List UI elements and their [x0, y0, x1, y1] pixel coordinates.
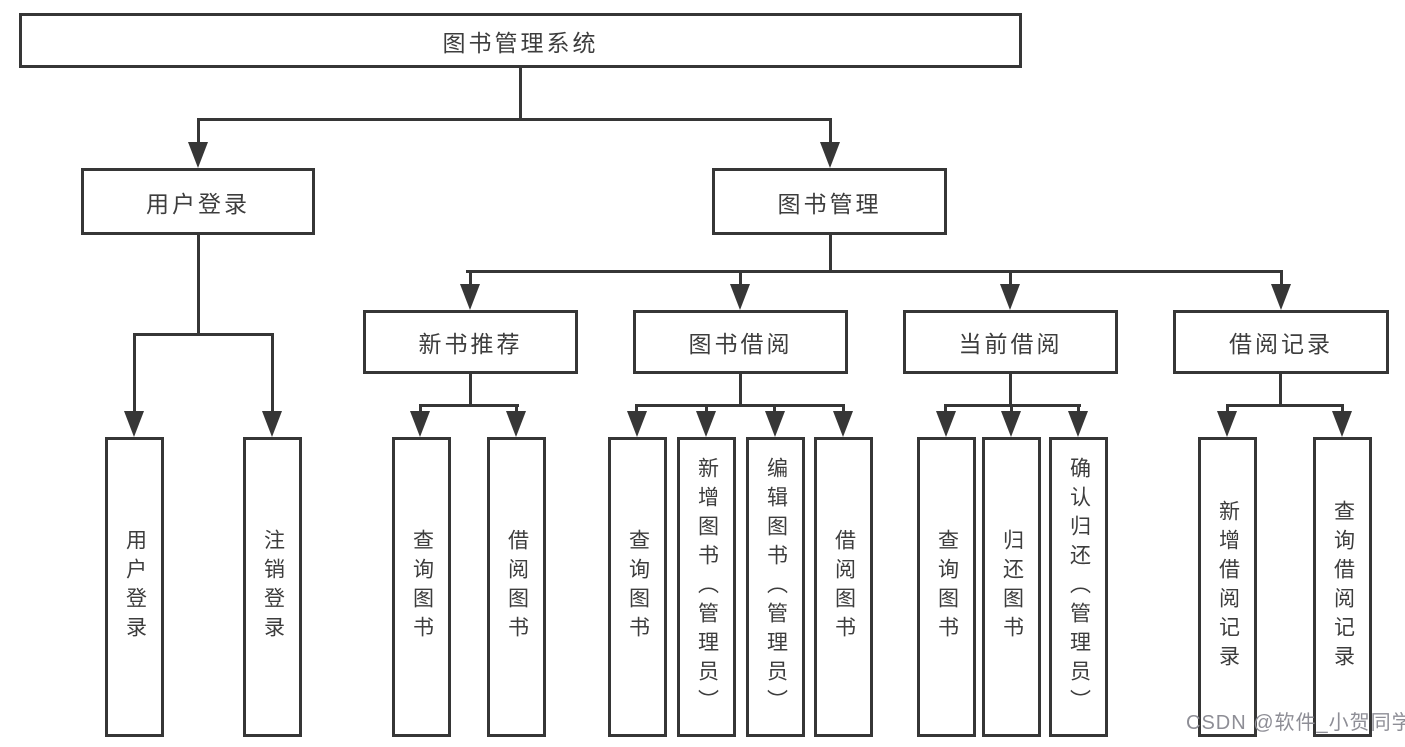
connector-drop-user-login	[197, 118, 200, 144]
leaf-logout: 注销登录	[243, 437, 302, 737]
connector-drop-leaf	[842, 404, 845, 413]
arrowhead-down-icon	[696, 411, 716, 437]
connector-book-borrow-rail	[635, 404, 845, 407]
leaf-borrow-query-books: 查询图书	[608, 437, 667, 737]
node-borrow-record: 借阅记录	[1173, 310, 1389, 374]
leaf-current-confirm-return-admin: 确认归还（管理员）	[1049, 437, 1108, 737]
leaf-record-add-record: 新增借阅记录	[1198, 437, 1257, 737]
leaf-label: 新增借阅记录	[1216, 500, 1240, 674]
leaf-label: 借阅图书	[832, 529, 856, 645]
leaf-label: 归还图书	[1000, 529, 1024, 645]
connector-drop-leaf	[515, 404, 518, 413]
connector-drop-level3	[739, 270, 742, 286]
arrowhead-down-icon	[506, 411, 526, 437]
arrowhead-down-icon	[410, 411, 430, 437]
node-label: 当前借阅	[958, 331, 1063, 357]
leaf-label: 查询借阅记录	[1331, 500, 1355, 674]
node-label: 新书推荐	[418, 331, 523, 357]
connector-borrow-record-stem	[1279, 374, 1282, 407]
node-book-borrow: 图书借阅	[633, 310, 848, 374]
connector-current-borrow-stem	[1009, 374, 1012, 407]
csdn-watermark: CSDN @软件_小贺同学	[1186, 712, 1405, 734]
arrowhead-down-icon	[833, 411, 853, 437]
leaf-label: 确认归还（管理员）	[1067, 456, 1091, 718]
connector-drop-leaf	[944, 404, 947, 413]
connector-user-login-stem	[197, 235, 200, 335]
arrowhead-down-icon	[765, 411, 785, 437]
connector-drop-book-management	[829, 118, 832, 144]
connector-drop-leaf	[271, 333, 274, 411]
leaf-current-return-books: 归还图书	[982, 437, 1041, 737]
leaf-label: 查询图书	[410, 529, 434, 645]
leaf-label: 新增图书（管理员）	[695, 456, 719, 718]
connector-drop-leaf	[133, 333, 136, 411]
connector-drop-leaf	[1341, 404, 1344, 413]
connector-drop-level3	[1280, 270, 1283, 286]
node-label: 借阅记录	[1229, 331, 1333, 357]
connector-borrow-record-rail	[1226, 404, 1344, 407]
leaf-label: 注销登录	[261, 529, 285, 645]
connector-drop-leaf	[1077, 404, 1080, 413]
node-book-management: 图书管理	[712, 168, 947, 235]
leaf-record-query-record: 查询借阅记录	[1313, 437, 1372, 737]
arrowhead-down-icon	[1271, 284, 1291, 310]
leaf-borrow-add-books-admin: 新增图书（管理员）	[677, 437, 736, 737]
leaf-label: 编辑图书（管理员）	[764, 456, 788, 718]
arrowhead-down-icon	[730, 284, 750, 310]
connector-user-login-rail	[133, 333, 274, 336]
arrowhead-down-icon	[262, 411, 282, 437]
arrowhead-down-icon	[1332, 411, 1352, 437]
connector-book-borrow-stem	[739, 374, 742, 407]
connector-drop-level3	[469, 270, 472, 286]
connector-root-rail	[197, 118, 832, 121]
connector-book-management-stem	[829, 235, 832, 272]
node-label: 图书借阅	[688, 331, 793, 357]
arrowhead-down-icon	[460, 284, 480, 310]
arrowhead-down-icon	[820, 142, 840, 168]
connector-drop-leaf	[1226, 404, 1229, 413]
node-label: 图书管理	[777, 190, 882, 217]
connector-drop-level3	[1009, 270, 1012, 286]
arrowhead-down-icon	[627, 411, 647, 437]
leaf-label: 用户登录	[123, 529, 147, 645]
arrowhead-down-icon	[936, 411, 956, 437]
connector-root-stem	[519, 68, 522, 120]
leaf-label: 查询图书	[935, 529, 959, 645]
leaf-borrow-borrow-books: 借阅图书	[814, 437, 873, 737]
leaf-borrow-edit-books-admin: 编辑图书（管理员）	[746, 437, 805, 737]
connector-drop-leaf	[419, 404, 422, 413]
arrowhead-down-icon	[188, 142, 208, 168]
node-new-book-recommend: 新书推荐	[363, 310, 578, 374]
leaf-new-book-query-books: 查询图书	[392, 437, 451, 737]
node-user-login: 用户登录	[81, 168, 315, 235]
connector-drop-leaf	[1010, 404, 1013, 413]
node-root: 图书管理系统	[19, 13, 1022, 68]
arrowhead-down-icon	[1068, 411, 1088, 437]
arrowhead-down-icon	[1000, 284, 1020, 310]
connector-drop-leaf	[635, 404, 638, 413]
leaf-label: 查询图书	[626, 529, 650, 645]
node-label: 图书管理系统	[442, 29, 599, 56]
leaf-current-query-books: 查询图书	[917, 437, 976, 737]
connector-book-management-rail	[466, 270, 1283, 273]
leaf-user-login: 用户登录	[105, 437, 164, 737]
arrowhead-down-icon	[124, 411, 144, 437]
connector-drop-leaf	[773, 404, 776, 413]
leaf-label: 借阅图书	[505, 529, 529, 645]
connector-drop-leaf	[705, 404, 708, 413]
node-current-borrow: 当前借阅	[903, 310, 1118, 374]
connector-new-book-stem	[469, 374, 472, 407]
arrowhead-down-icon	[1217, 411, 1237, 437]
node-label: 用户登录	[146, 190, 250, 217]
leaf-new-book-borrow-books: 借阅图书	[487, 437, 546, 737]
connector-new-book-rail	[419, 404, 519, 407]
arrowhead-down-icon	[1001, 411, 1021, 437]
